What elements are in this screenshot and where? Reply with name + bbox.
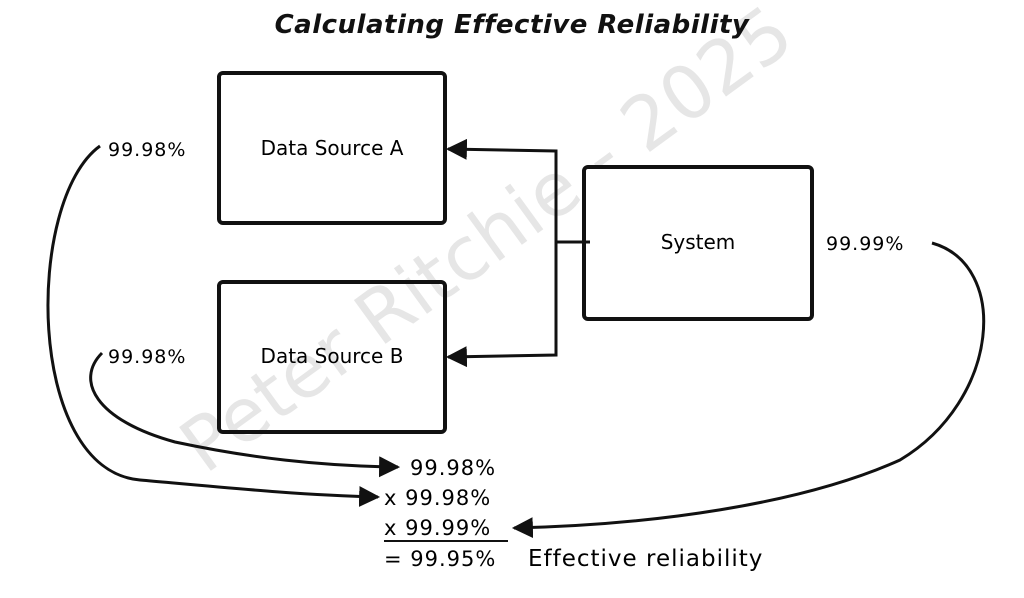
arrow-a-to-calc	[46, 144, 381, 508]
arrow-system-to-calc	[511, 241, 986, 539]
calc-line-3: x 99.99%	[384, 516, 491, 540]
reliability-system-value: 99.99%	[826, 233, 904, 255]
connector-system-to-b	[445, 242, 558, 368]
data-source-b-box	[217, 280, 447, 434]
data-source-a-label: Data Source A	[261, 136, 404, 160]
calc-line-2: x 99.98%	[384, 486, 491, 510]
page-title: Calculating Effective Reliability	[274, 10, 750, 40]
data-source-a-box	[217, 71, 447, 225]
connector-system-to-a	[445, 138, 590, 244]
data-source-b-label: Data Source B	[261, 344, 404, 368]
calc-line-1: 99.98%	[410, 456, 496, 480]
system-label: System	[661, 230, 736, 254]
reliability-a-value: 99.98%	[108, 139, 186, 161]
calc-result-label: Effective reliability	[528, 546, 763, 572]
reliability-b-value: 99.98%	[108, 346, 186, 368]
calc-result: = 99.95%	[384, 547, 496, 571]
arrow-b-to-calc	[89, 351, 401, 478]
